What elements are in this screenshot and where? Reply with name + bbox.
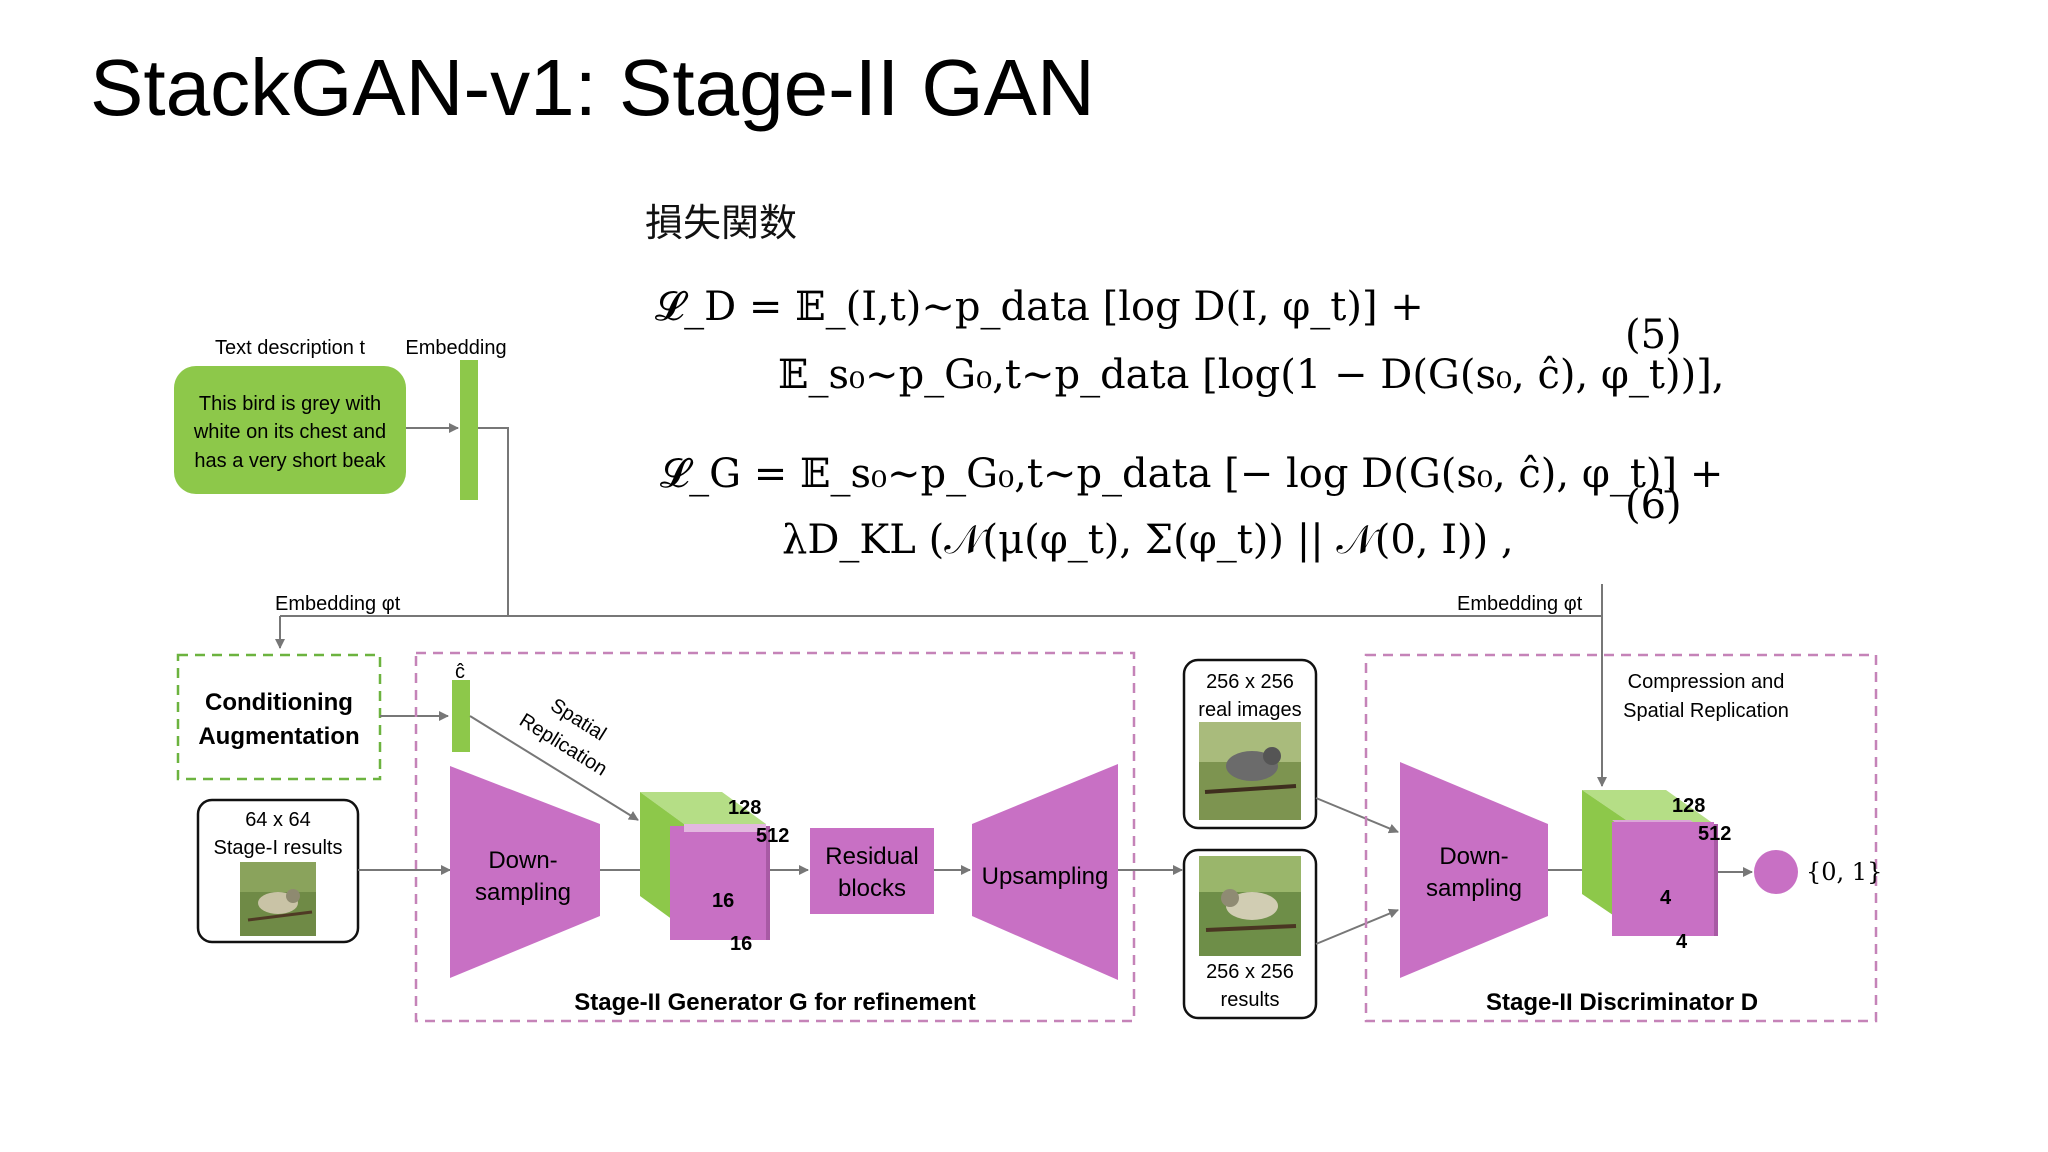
real-images-box <box>1182 658 1318 830</box>
disc-down-line-2: sampling <box>1426 875 1522 902</box>
residual-line-2: blocks <box>838 875 906 902</box>
residual-line-1: Residual <box>825 843 918 870</box>
real-to-discriminator-arrow <box>1315 797 1399 834</box>
embedding-down-line <box>478 427 509 616</box>
eq5-line1: 𝓛_D = 𝔼_(I,t)∼p_data [log D(I, φ_t)] + <box>655 284 1424 330</box>
stage1-line-1: 64 x 64 <box>245 809 311 831</box>
stage1-bird-image <box>240 862 316 936</box>
disc-cube-bottom: 4 <box>1676 931 1688 953</box>
gen-cube-depth: 512 <box>756 825 789 847</box>
real-images-line-1: 256 x 256 <box>1206 671 1294 693</box>
eq6-line2: λD_KL (𝒩(μ(φ_t), Σ(φ_t)) || 𝒩(0, I)) , <box>782 517 1514 563</box>
gen-cube-bottom: 16 <box>730 933 752 955</box>
equation-5: 𝓛_D = 𝔼_(I,t)∼p_data [log D(I, φ_t)] + 𝔼… <box>655 284 1725 398</box>
discriminator-downsampling-block <box>1400 762 1548 978</box>
generator-downsampling-block <box>450 766 600 978</box>
gen-cube-face: 16 <box>712 890 734 912</box>
upsampling-label: Upsampling <box>982 863 1109 890</box>
spatial-replication-arrow <box>469 715 639 821</box>
generated-bird-image <box>1199 856 1301 956</box>
gen-down-line-1: Down- <box>488 847 557 874</box>
gen-cube-top: 128 <box>728 797 761 819</box>
disc-cube-depth: 512 <box>1698 823 1731 845</box>
text-box-line-1: This bird is grey with <box>199 393 381 415</box>
output-label: {0, 1} <box>1806 858 1882 886</box>
discriminator-box <box>1364 653 1878 1023</box>
text-box-line-2: white on its chest and <box>193 421 386 443</box>
generator-box <box>414 651 1136 1023</box>
embedding-phi-left: Embedding φt <box>275 593 401 615</box>
conditioning-line-1: Conditioning <box>205 689 353 716</box>
upsampling-block <box>972 764 1118 980</box>
eq5-number: (5) <box>1625 312 1682 358</box>
eq6-line1: 𝓛_G = 𝔼_s₀∼p_G₀,t∼p_data [− log D(G(s₀, … <box>660 451 1723 497</box>
embedding-label: Embedding <box>405 337 506 359</box>
residual-blocks <box>810 828 934 914</box>
discriminator-feature-cube <box>1582 790 1718 936</box>
results-line-1: 256 x 256 <box>1206 961 1294 983</box>
disc-down-line-1: Down- <box>1439 843 1508 870</box>
compression-line-1: Compression and <box>1628 671 1785 693</box>
gen-down-line-2: sampling <box>475 879 571 906</box>
real-images-line-2: real images <box>1198 699 1301 721</box>
equation-6: 𝓛_G = 𝔼_s₀∼p_G₀,t∼p_data [− log D(G(s₀, … <box>660 451 1723 563</box>
c-hat-bar <box>452 680 470 752</box>
results-line-2: results <box>1221 989 1280 1011</box>
output-node <box>1754 850 1798 894</box>
stage1-line-2: Stage-I results <box>214 837 343 859</box>
generator-caption: Stage-II Generator G for refinement <box>574 989 975 1016</box>
slide-title: StackGAN-v1: Stage-II GAN <box>90 43 1095 132</box>
generator-feature-cube <box>640 792 770 940</box>
embedding-phi-right: Embedding φt <box>1457 593 1583 615</box>
text-box-line-3: has a very short beak <box>194 450 386 472</box>
text-description-label: Text description t <box>215 337 366 359</box>
conditioning-line-2: Augmentation <box>198 723 359 750</box>
disc-cube-top: 128 <box>1672 795 1705 817</box>
loss-function-heading: 損失関数 <box>645 201 798 245</box>
conditioning-augmentation-box <box>176 653 382 781</box>
real-bird-image <box>1199 722 1301 820</box>
discriminator-caption: Stage-II Discriminator D <box>1486 989 1758 1016</box>
results-to-discriminator-arrow <box>1315 908 1399 945</box>
c-hat-label: ĉ <box>455 661 465 683</box>
embedding-bar <box>460 360 478 500</box>
eq6-number: (6) <box>1625 482 1682 528</box>
compression-line-2: Spatial Replication <box>1623 700 1789 722</box>
eq5-line2: 𝔼_s₀∼p_G₀,t∼p_data [log(1 − D(G(s₀, ĉ), … <box>778 352 1725 398</box>
text-description-box <box>174 366 406 494</box>
disc-cube-face: 4 <box>1660 887 1672 909</box>
results-box <box>1182 848 1318 1020</box>
